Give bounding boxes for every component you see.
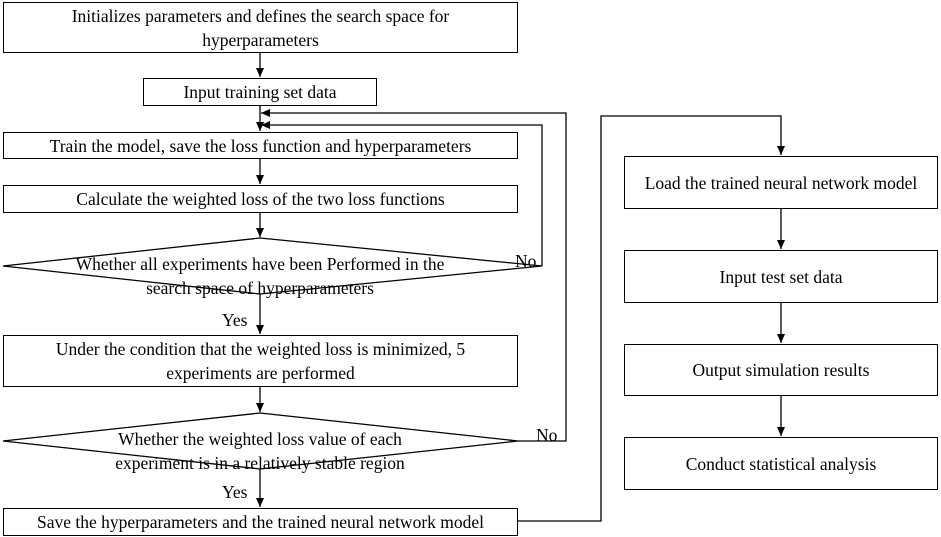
- decision-1-text: Whether all experiments have been Perfor…: [75, 254, 445, 298]
- loop-decision1-no: [261, 121, 543, 266]
- process-box-save: Save the hyperparameters and the trained…: [3, 508, 518, 536]
- process-box-input-training: Input training set data: [143, 78, 377, 106]
- process-text-train: Train the model, save the loss function …: [49, 135, 472, 156]
- connector-save-to-load: [518, 115, 785, 522]
- process-box-init: Initializes parameters and defines the s…: [3, 2, 518, 53]
- decision-2-text: Whether the weighted loss value of each …: [115, 429, 405, 473]
- process-text-output-results: Output simulation results: [692, 360, 870, 380]
- process-box-load-model: Load the trained neural network model: [624, 156, 938, 209]
- process-box-input-test: Input test set data: [624, 250, 938, 303]
- process-text-weighted-loss: Calculate the weighted loss of the two l…: [76, 189, 445, 209]
- process-text-save: Save the hyperparameters and the trained…: [36, 512, 485, 532]
- process-text-input-training: Input training set data: [183, 82, 337, 102]
- process-box-weighted-loss: Calculate the weighted loss of the two l…: [3, 185, 518, 213]
- process-text-statistical-analysis: Conduct statistical analysis: [685, 453, 877, 474]
- process-box-output-results: Output simulation results: [624, 344, 938, 396]
- process-text-init: Initializes parameters and defines the s…: [71, 5, 450, 50]
- process-box-minimize: Under the condition that the weighted lo…: [3, 335, 518, 387]
- loop-decision2-no: [261, 109, 567, 442]
- process-text-load-model: Load the trained neural network model: [644, 172, 918, 193]
- decision-2-no-label: No: [536, 425, 558, 445]
- process-text-minimize: Under the condition that the weighted lo…: [55, 339, 466, 383]
- process-box-statistical-analysis: Conduct statistical analysis: [624, 437, 938, 490]
- decision-1-no-label: No: [515, 251, 537, 271]
- process-text-input-test: Input test set data: [719, 266, 843, 287]
- decision-2-yes-label: Yes: [222, 482, 248, 502]
- decision-1-yes-label: Yes: [222, 310, 248, 330]
- process-box-train: Train the model, save the loss function …: [3, 132, 518, 159]
